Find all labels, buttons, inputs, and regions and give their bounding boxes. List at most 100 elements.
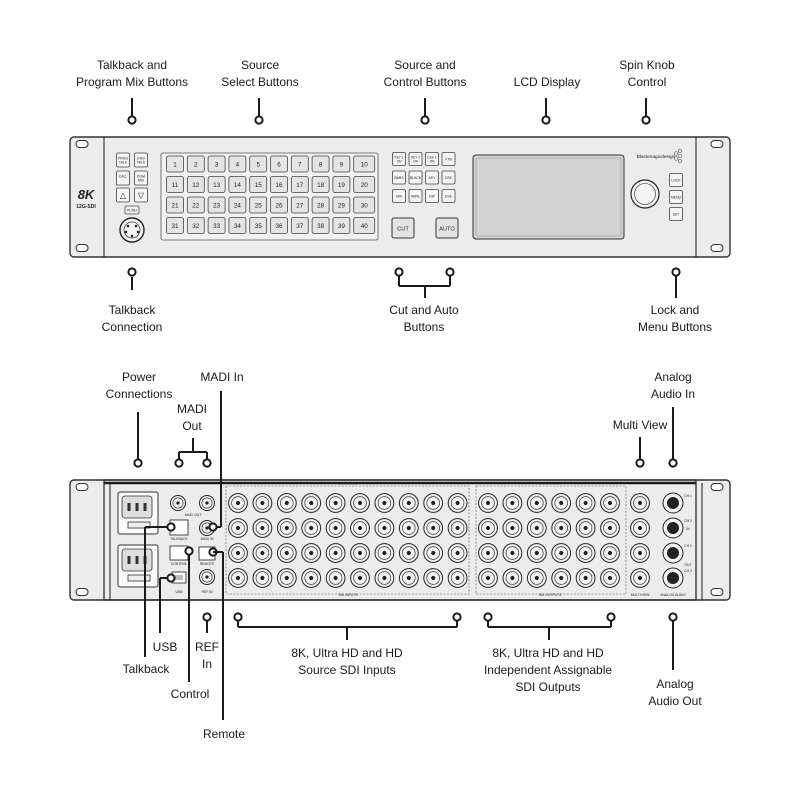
bnc-ring — [426, 546, 440, 560]
bnc-ring — [505, 546, 520, 560]
source-select-button — [207, 217, 226, 234]
bnc-pin — [485, 525, 491, 531]
source-button-number: 7 — [298, 162, 302, 169]
bnc-pin — [431, 575, 436, 581]
bnc-pin — [534, 525, 539, 531]
push-button — [124, 205, 140, 215]
callout-marker — [635, 458, 645, 468]
source-select-button — [353, 196, 376, 214]
source-button-number: 19 — [338, 182, 346, 189]
bnc-ring — [377, 496, 392, 510]
rack-mount-slot — [75, 588, 89, 596]
bnc-pin — [382, 525, 387, 531]
analog-audio-ch-label: CH 2 — [684, 519, 692, 523]
talkback-button — [116, 187, 130, 203]
analog-audio-xlr-core — [667, 522, 679, 534]
source-button-number: 3 — [215, 162, 219, 169]
source-button-number: 2 — [194, 162, 198, 169]
bnc-pin — [534, 550, 539, 556]
callout-marker — [174, 458, 184, 468]
model-badge-sub: 12G-SDI — [76, 204, 96, 210]
source-button-number: 22 — [192, 203, 200, 210]
bnc-pin — [205, 526, 209, 530]
bnc-ring — [505, 521, 520, 535]
bnc-pin — [260, 575, 265, 581]
source-select-button — [186, 196, 205, 214]
label-remote: Remote — [202, 727, 246, 741]
callout-marker — [254, 115, 264, 125]
control-button — [441, 170, 456, 185]
lock-menu-button-label: MENU — [671, 196, 682, 200]
xlr-pin — [136, 230, 140, 234]
xlr-pin — [126, 224, 130, 228]
bnc-pin — [607, 500, 613, 506]
talkback-button — [134, 152, 148, 168]
bnc-pin — [455, 550, 460, 556]
control-button-label: DVE — [445, 195, 453, 199]
bnc-pin — [534, 500, 539, 506]
bnc-ring — [603, 571, 617, 585]
source-button-number: 38 — [317, 223, 325, 230]
bnc-pin — [510, 500, 515, 506]
source-button-number: 27 — [296, 203, 304, 210]
source-button-number: 31 — [171, 223, 179, 230]
control-button — [392, 152, 406, 166]
brand-logo-dot — [677, 148, 683, 154]
source-button-number: 25 — [255, 203, 263, 210]
control-button-label: KEY — [429, 176, 437, 180]
bnc-ring — [633, 546, 647, 560]
lock-menu-button — [669, 207, 683, 221]
callout-marker — [641, 115, 651, 125]
bnc-pin — [284, 575, 289, 581]
analog-audio-out-label: OUT — [684, 563, 691, 567]
source-select-button — [270, 155, 288, 173]
source-select-button — [353, 155, 376, 173]
bnc-ring — [505, 571, 520, 585]
brand-logo: Blackmagicdesign — [637, 154, 676, 160]
source-button-number: 18 — [317, 182, 325, 189]
source-select-button — [311, 217, 330, 234]
bnc-pin — [510, 525, 515, 531]
source-select-button — [353, 217, 376, 234]
bnc-pin — [559, 500, 564, 506]
auto-button — [435, 217, 459, 239]
callout-marker — [202, 458, 212, 468]
bnc-pin — [260, 500, 265, 506]
source-select-button — [270, 196, 288, 214]
source-select-button — [332, 196, 351, 214]
source-button-number: 23 — [213, 203, 221, 210]
bnc-pin — [284, 550, 289, 556]
talkback-button-label: CALL — [119, 175, 128, 179]
bnc-ring — [450, 546, 465, 560]
source-select-button — [186, 217, 205, 234]
label-multi-view: Multi View — [612, 418, 668, 432]
analog-audio-in-label: IN — [686, 527, 690, 531]
source-button-number: 21 — [171, 203, 179, 210]
source-button-number: 11 — [172, 182, 179, 189]
bnc-ring — [304, 496, 318, 510]
bnc-ring — [402, 546, 416, 560]
bnc-ring — [578, 546, 593, 560]
source-select-button — [290, 155, 309, 173]
bnc-pin — [607, 525, 613, 531]
talkback-button-label: MIX — [138, 179, 145, 183]
source-button-number: 8 — [319, 162, 323, 169]
bnc-ring — [603, 521, 617, 535]
bnc-pin — [534, 575, 539, 581]
sdi-inputs-label: SDI INPUTS — [338, 593, 358, 597]
lcd-display-inner — [475, 157, 622, 237]
control-button-label: DSK 1 — [427, 156, 436, 160]
usb-port-label: USB — [176, 590, 184, 594]
talkback-button-label: PROG — [118, 157, 128, 161]
bnc-ring — [426, 571, 440, 585]
bnc-pin — [382, 575, 387, 581]
bnc-pin — [260, 550, 265, 556]
talkback-button-label: ENG — [137, 157, 145, 161]
bnc-ring — [353, 496, 367, 510]
callout-marker — [394, 267, 404, 277]
control-button-label: ON — [430, 160, 435, 164]
bnc-pin — [382, 500, 387, 506]
bnc-pin — [455, 525, 460, 531]
